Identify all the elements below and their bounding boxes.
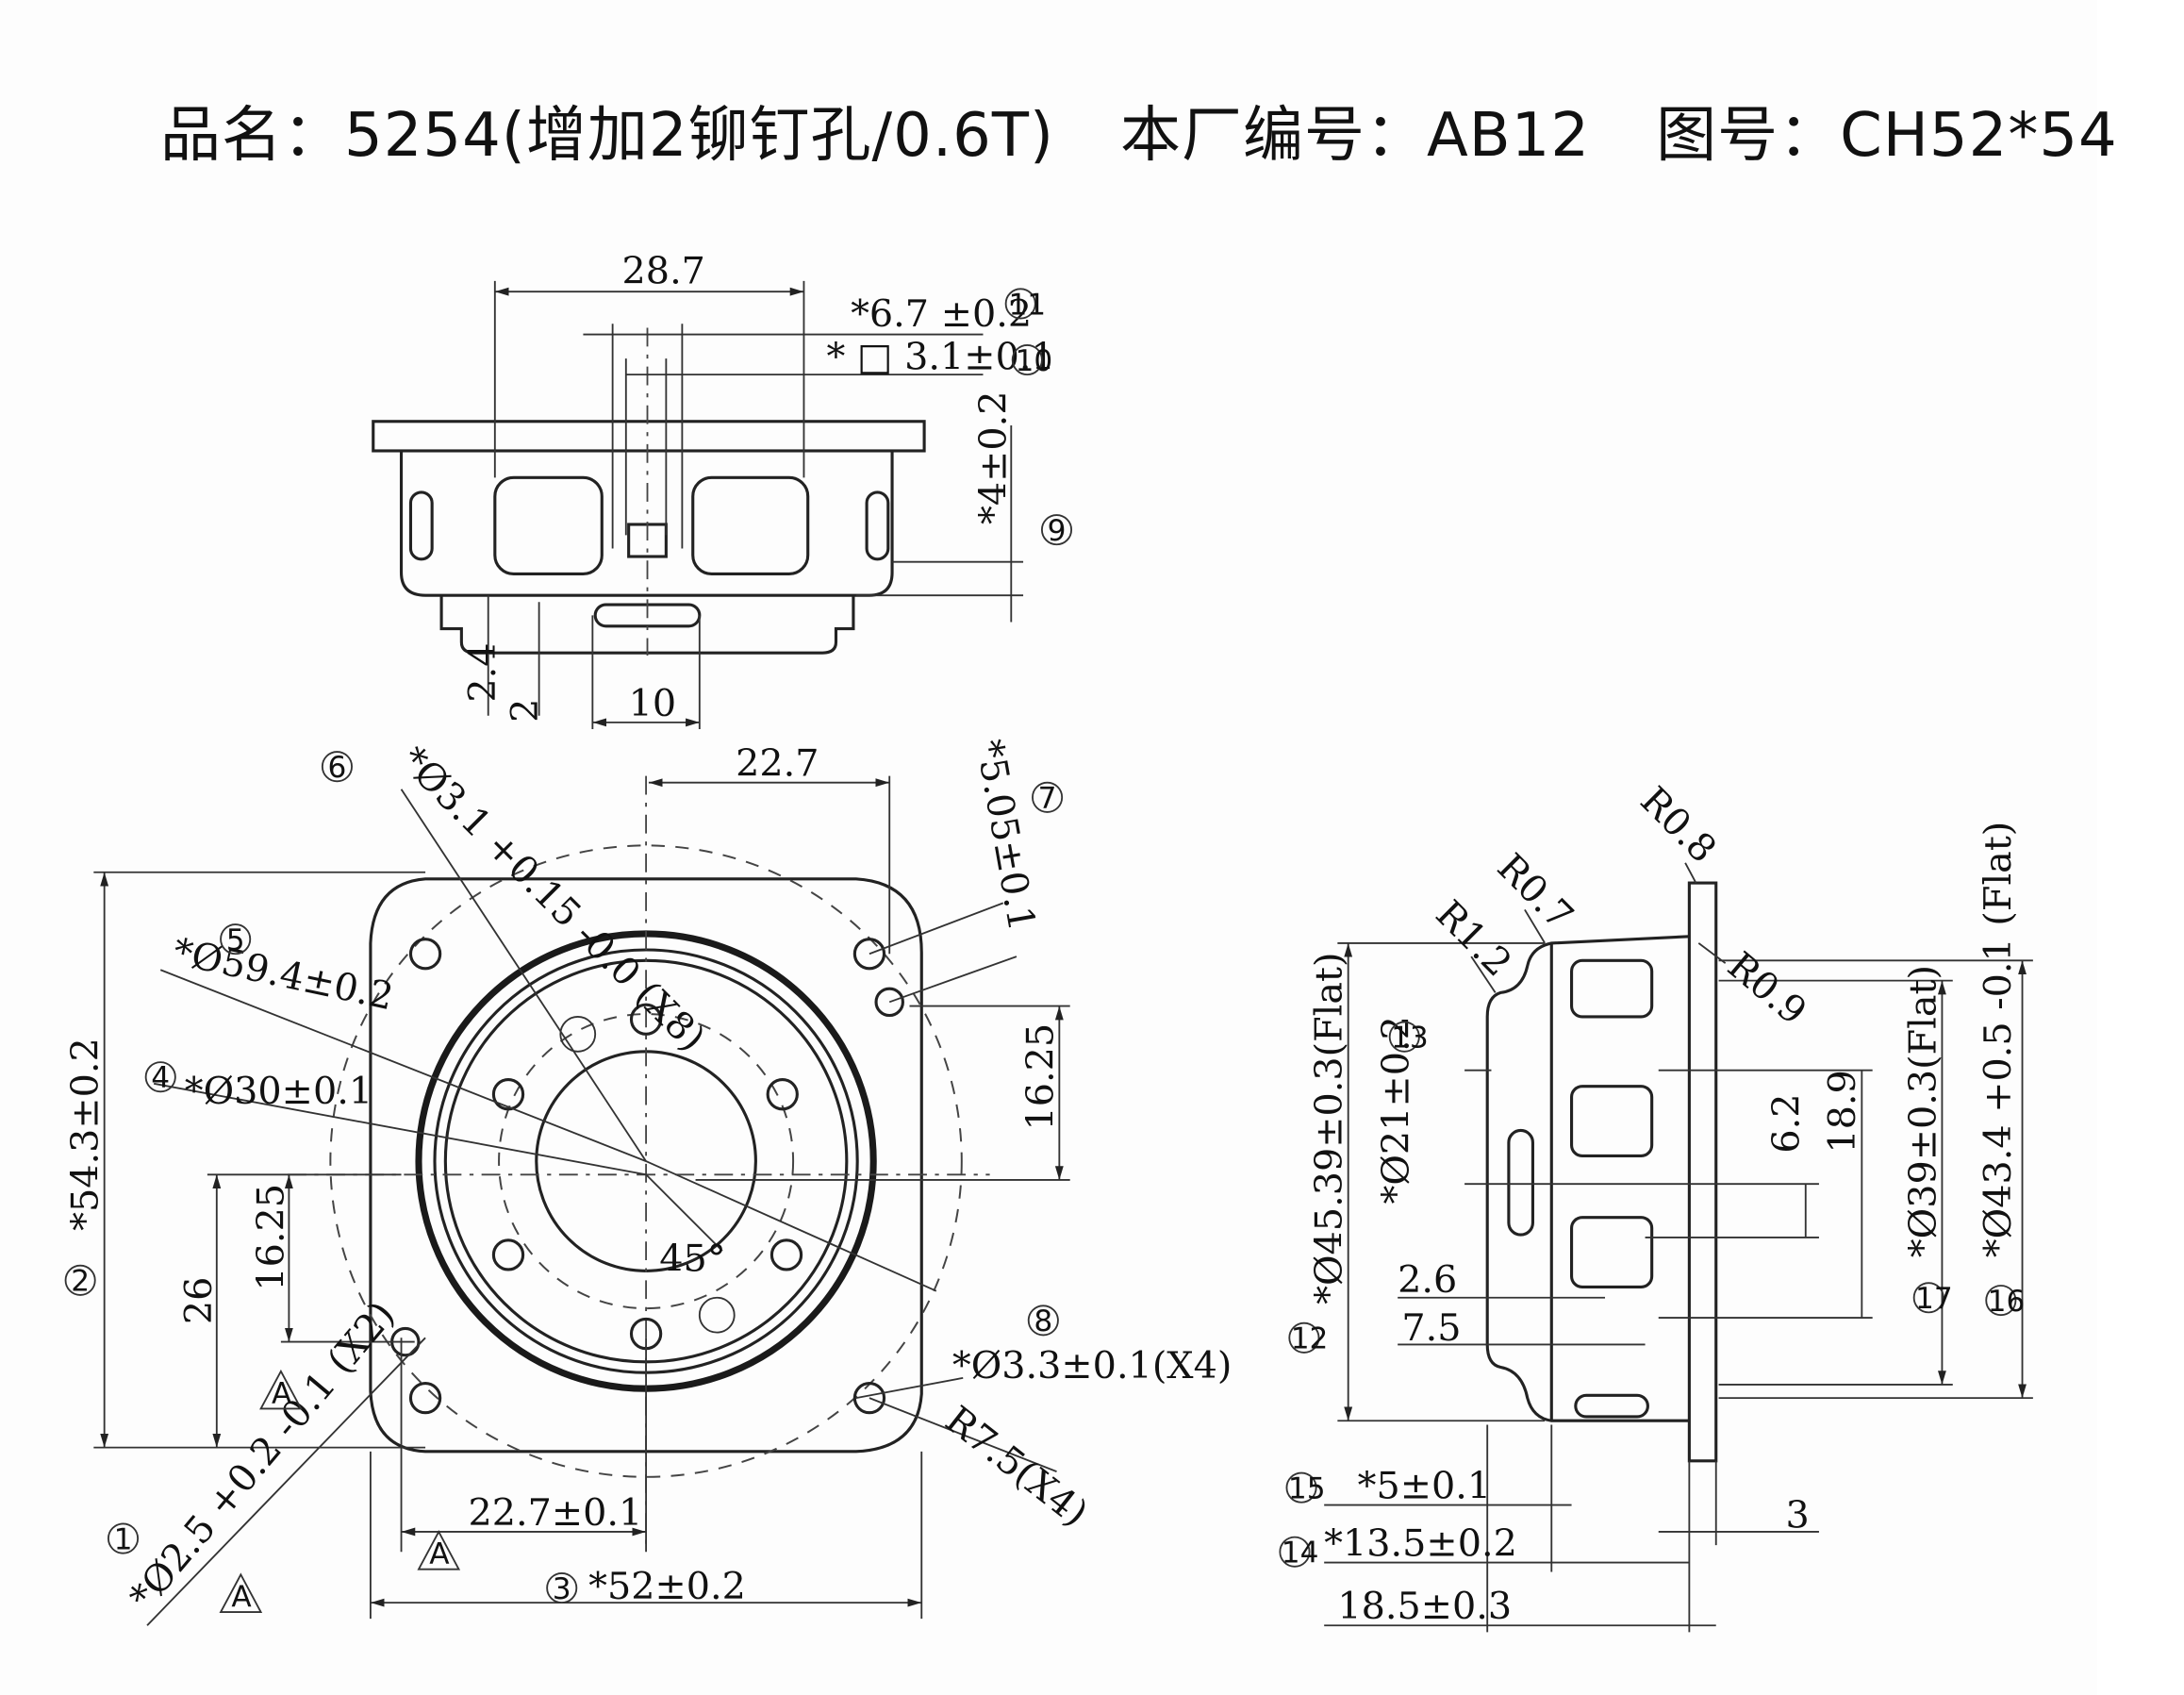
callout-14: 14 bbox=[1279, 1537, 1319, 1570]
dim-5: *5±0.1 bbox=[1358, 1465, 1492, 1508]
dim-hole-3-1: *Ø3.1 +0.15 -0.0 (X8) bbox=[392, 739, 714, 1060]
dim-39: *Ø39±0.3(Flat) bbox=[1901, 965, 1944, 1257]
callout-7: 7 bbox=[1032, 782, 1064, 816]
side-frame-body bbox=[1485, 935, 1690, 1422]
svg-text:11: 11 bbox=[1008, 288, 1046, 322]
dim-2-4: 2.4 bbox=[461, 642, 505, 702]
dim-16-25-right: 16.25 bbox=[1018, 1023, 1062, 1131]
svg-text:A: A bbox=[272, 1377, 292, 1411]
dim-26: 26 bbox=[177, 1277, 221, 1325]
dim-30: *Ø30±0.1 bbox=[185, 1070, 372, 1113]
callout-10: 10 bbox=[1011, 344, 1053, 378]
mounting-holes-8 bbox=[491, 1003, 803, 1351]
circle-59-4 bbox=[329, 844, 963, 1478]
dim-2: 2 bbox=[504, 699, 547, 723]
technical-drawing: 28.7 *6.7 ±0.2 * □ 3.1±0.1 *4±0.2 2.4 2 … bbox=[64, 250, 2033, 1633]
dim-22-7-top: 22.7 bbox=[736, 742, 819, 786]
dim-r1-2: R1.2 bbox=[1427, 892, 1519, 985]
callout-13: 13 bbox=[1388, 1022, 1429, 1055]
factory-number: 本厂编号：AB12 bbox=[1119, 101, 1591, 171]
callout-6: 6 bbox=[321, 751, 353, 785]
dim-16-25-left: 16.25 bbox=[250, 1184, 293, 1291]
callout-2: 2 bbox=[64, 1265, 96, 1299]
svg-text:17: 17 bbox=[1915, 1282, 1953, 1316]
dim-3-3: *Ø3.3±0.1(X4) bbox=[952, 1344, 1232, 1388]
datum-a-1: A bbox=[259, 1369, 303, 1411]
angle-45: 45° bbox=[659, 1237, 725, 1280]
svg-text:9: 9 bbox=[1048, 514, 1067, 548]
dim-3: 3 bbox=[1785, 1494, 1809, 1537]
dim-10: 10 bbox=[629, 682, 677, 725]
dim-13-5: *13.5±0.2 bbox=[1324, 1521, 1517, 1565]
slot-right bbox=[865, 490, 890, 561]
callout-15: 15 bbox=[1285, 1472, 1326, 1506]
dim-2-5: *Ø2.5 +0.2 -0.1 (X2) bbox=[121, 1293, 403, 1618]
drawing-number: 图号：CH52*54 bbox=[1656, 101, 2118, 171]
svg-text:12: 12 bbox=[1291, 1322, 1329, 1356]
dim-r0-7: R0.7 bbox=[1489, 845, 1581, 938]
dim-18-5: 18.5±0.3 bbox=[1337, 1585, 1512, 1628]
svg-text:4: 4 bbox=[151, 1061, 170, 1095]
window-left bbox=[493, 475, 604, 576]
callout-16: 16 bbox=[1985, 1285, 2026, 1319]
callout-5: 5 bbox=[220, 923, 252, 957]
dim-r0-9: R0.9 bbox=[1719, 944, 1814, 1034]
svg-text:8: 8 bbox=[1034, 1304, 1052, 1338]
dim-43-4: *Ø43.4 +0.5 -0.1 (Flat) bbox=[1977, 822, 2020, 1257]
svg-text:3: 3 bbox=[553, 1572, 571, 1606]
magnet-base bbox=[439, 595, 855, 655]
callout-17: 17 bbox=[1912, 1282, 1953, 1316]
side-flange bbox=[1687, 881, 1718, 1463]
dim-21: *Ø21±0.2 bbox=[1375, 1016, 1418, 1204]
dim-4: *4±0.2 bbox=[972, 391, 1016, 524]
corner-holes bbox=[390, 938, 904, 1415]
title-block: 品名：5254(增加2铆钉孔/0.6T) 本厂编号：AB12 图号：CH52*54 bbox=[160, 87, 2184, 174]
dim-54-3: *54.3±0.2 bbox=[64, 1038, 108, 1231]
callout-12: 12 bbox=[1288, 1322, 1329, 1356]
svg-text:15: 15 bbox=[1288, 1472, 1326, 1506]
svg-text:10: 10 bbox=[1016, 344, 1053, 378]
dim-59-4: *Ø59.4±0.2 bbox=[170, 930, 398, 1019]
svg-text:13: 13 bbox=[1391, 1022, 1429, 1055]
dim-2-6: 2.6 bbox=[1398, 1258, 1457, 1302]
drawing-sheet: 品名：5254(增加2铆钉孔/0.6T) 本厂编号：AB12 图号：CH52*54 bbox=[63, 101, 2117, 1633]
product-name: 品名：5254(增加2铆钉孔/0.6T) bbox=[160, 101, 1054, 171]
dim-18-9: 18.9 bbox=[1821, 1070, 1864, 1153]
dim-r0-8: R0.8 bbox=[1631, 779, 1724, 872]
dim-r7-5: R7.5(X4) bbox=[937, 1398, 1096, 1536]
svg-text:1: 1 bbox=[114, 1522, 133, 1556]
svg-text:14: 14 bbox=[1282, 1537, 1319, 1570]
svg-text:6: 6 bbox=[328, 751, 347, 785]
datum-a-2: A bbox=[417, 1530, 461, 1571]
front-view: 22.7 *Ø3.1 +0.15 -0.0 (X8) *5.05±0.1 *Ø5… bbox=[64, 737, 1232, 1626]
callout-1: 1 bbox=[108, 1522, 140, 1556]
callout-9: 9 bbox=[1040, 514, 1073, 548]
side-view: *Ø45.39±0.3(Flat) *Ø21±0.2 6.2 18.9 *Ø39… bbox=[1279, 779, 2033, 1633]
svg-text:16: 16 bbox=[1988, 1285, 2026, 1319]
frame-body bbox=[399, 450, 894, 597]
window-right bbox=[691, 475, 810, 576]
dim-6-2: 6.2 bbox=[1765, 1093, 1809, 1153]
dim-22-7-bottom: 22.7±0.1 bbox=[468, 1491, 642, 1535]
datum-a-3: A bbox=[219, 1572, 263, 1614]
frame-outline bbox=[369, 877, 923, 1454]
svg-text:A: A bbox=[429, 1537, 450, 1571]
dim-7-5: 7.5 bbox=[1401, 1306, 1461, 1350]
dim-52: *52±0.2 bbox=[588, 1565, 746, 1608]
svg-text:5: 5 bbox=[226, 923, 245, 957]
top-view: 28.7 *6.7 ±0.2 * □ 3.1±0.1 *4±0.2 2.4 2 … bbox=[372, 250, 1073, 729]
dim-45-39: *Ø45.39±0.3(Flat) bbox=[1308, 953, 1351, 1304]
dim-6-7: *6.7 ±0.2 bbox=[851, 292, 1032, 336]
dim-5-05: *5.05±0.1 bbox=[968, 737, 1044, 935]
flange-plate bbox=[372, 420, 926, 453]
callout-3: 3 bbox=[546, 1572, 578, 1606]
callout-11: 11 bbox=[1004, 288, 1046, 322]
svg-text:2: 2 bbox=[71, 1265, 90, 1299]
callout-8: 8 bbox=[1027, 1304, 1059, 1338]
callout-4: 4 bbox=[144, 1061, 176, 1095]
svg-text:7: 7 bbox=[1038, 782, 1057, 816]
dim-28-7: 28.7 bbox=[622, 250, 705, 293]
svg-text:A: A bbox=[231, 1580, 252, 1614]
slot-left bbox=[408, 490, 434, 561]
